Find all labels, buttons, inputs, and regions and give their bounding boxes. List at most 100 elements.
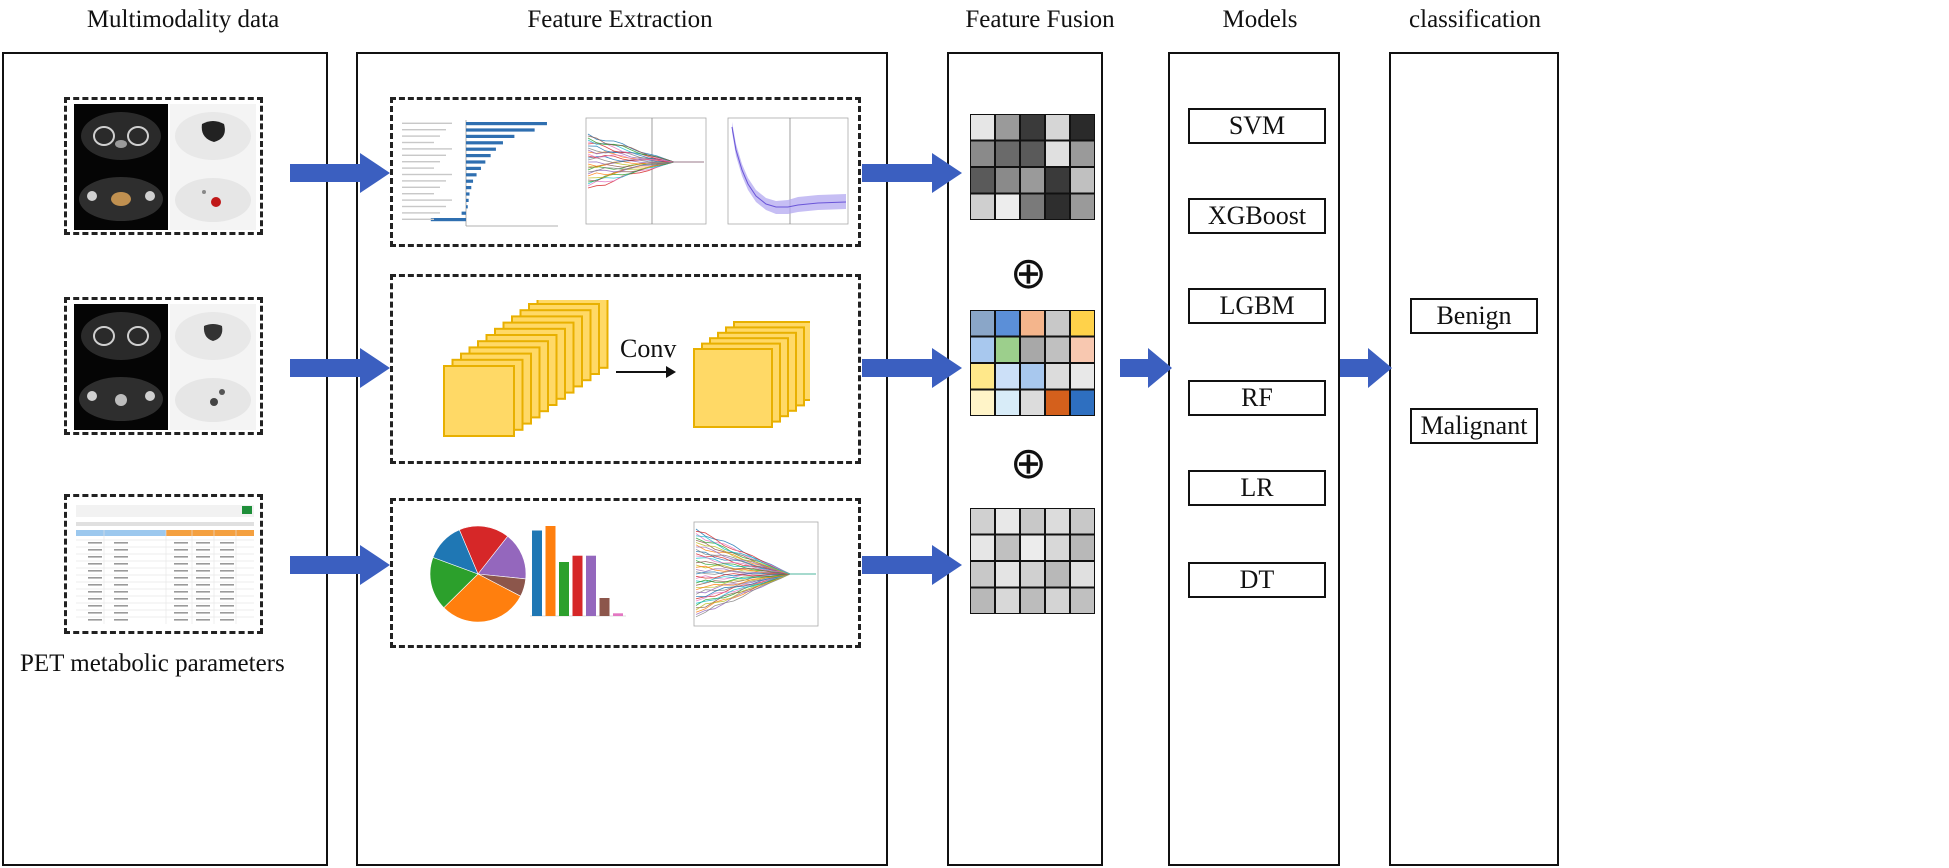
- deep-learning-extraction-box: [390, 274, 861, 464]
- sheet-cell-value: [196, 542, 210, 544]
- importance-bar: [466, 198, 469, 202]
- sheet-cell-value: [114, 563, 128, 565]
- sheet-cell-value: [220, 549, 234, 551]
- matrix-cell: [1019, 388, 1046, 416]
- header-feature-extraction: Feature Extraction: [527, 6, 713, 33]
- lasso-coefficient-path: [587, 161, 704, 189]
- ct-pet-image-box-2: [64, 297, 263, 435]
- matrix-cell: [994, 508, 1021, 536]
- matrix-cell: [1019, 362, 1046, 391]
- lasso-coefficient-path: [587, 135, 704, 163]
- header-models: Models: [1222, 6, 1298, 33]
- sheet-cell-value: [220, 619, 234, 621]
- matrix-cell: [994, 533, 1021, 562]
- matrix-cell: [1044, 166, 1071, 195]
- sheet-cell-value: [114, 605, 128, 607]
- parameter-bar-chart: [530, 526, 626, 617]
- pie-slice: [443, 573, 522, 623]
- model-svm: SVM: [1188, 108, 1326, 144]
- sheet-cell-value: [114, 577, 128, 579]
- importance-bar: [466, 192, 470, 196]
- matrix-cell: [970, 139, 996, 168]
- class-malignant: Malignant: [1410, 408, 1538, 444]
- arrow-icon-fusion-1: [862, 153, 962, 193]
- sheet-cell-value: [114, 549, 128, 551]
- matrix-cell: [1019, 586, 1046, 614]
- matrix-cell: [1019, 508, 1046, 536]
- feature-map: [443, 365, 515, 437]
- header-feature-fusion: Feature Fusion: [965, 6, 1115, 33]
- matrix-cell: [1019, 560, 1046, 589]
- model-lr: LR: [1188, 470, 1326, 506]
- lasso-coefficient-path: [695, 542, 816, 575]
- feature-name-tick: [402, 193, 434, 195]
- ct-pet-scan-image-1: [74, 104, 256, 230]
- parameter-pie-chart: [429, 525, 527, 623]
- feature-name-tick: [402, 205, 446, 208]
- sheet-cell-value: [196, 584, 210, 586]
- sheet-cell-value: [88, 598, 102, 600]
- sheet-cell-value: [174, 619, 188, 621]
- arrow-icon-to-models: [1120, 348, 1172, 388]
- importance-bar: [466, 179, 474, 183]
- importance-bar: [466, 205, 468, 209]
- importance-bar: [466, 134, 515, 138]
- sheet-cell-value: [196, 591, 210, 593]
- matrix-cell: [970, 508, 996, 536]
- sheet-cell-value: [88, 619, 102, 621]
- matrix-cell: [970, 310, 996, 338]
- matrix-cell: [1044, 508, 1071, 536]
- fusion-plus-icon-2: ⊕: [1010, 438, 1047, 489]
- sheet-cell-value: [114, 591, 128, 593]
- feature-name-tick: [402, 180, 446, 182]
- sheet-cell-value: [196, 612, 210, 614]
- feature-name-tick: [402, 148, 452, 150]
- ct-pet-image-box-1: [64, 97, 263, 235]
- lasso-coefficient-path: [695, 568, 816, 575]
- model-dt: DT: [1188, 562, 1326, 598]
- bar: [572, 555, 583, 616]
- arrow-icon-input-2: [290, 348, 390, 388]
- matrix-cell: [970, 362, 996, 391]
- matrix-cell: [1069, 166, 1095, 195]
- sheet-cell-value: [88, 591, 102, 593]
- sheet-cell-value: [114, 542, 128, 544]
- matrix-cell: [994, 560, 1021, 589]
- pet-metabolic-parameters-label: PET metabolic parameters: [20, 650, 285, 677]
- sheet-cell-value: [88, 584, 102, 586]
- lasso-coefficient-path: [695, 535, 816, 575]
- lasso-coefficient-path: [695, 573, 816, 591]
- model-lgbm: LGBM: [1188, 288, 1326, 324]
- sheet-cell-value: [220, 570, 234, 572]
- output-feature-maps: [693, 321, 810, 428]
- matrix-cell: [994, 139, 1021, 168]
- pet-table-box: [64, 494, 263, 634]
- matrix-cell: [994, 192, 1021, 220]
- matrix-cell: [1069, 335, 1095, 364]
- metabolic-feature-matrix: [970, 508, 1095, 614]
- importance-bar: [466, 186, 472, 190]
- fusion-plus-icon-1: ⊕: [1010, 248, 1047, 299]
- matrix-cell: [1019, 310, 1046, 338]
- matrix-cell: [1069, 533, 1095, 562]
- model-rf: RF: [1188, 380, 1326, 416]
- importance-bar: [430, 218, 466, 222]
- bar: [599, 598, 610, 616]
- matrix-cell: [970, 533, 996, 562]
- matrix-cell: [1069, 508, 1095, 536]
- matrix-cell: [1044, 192, 1071, 220]
- header-classification: classification: [1409, 6, 1541, 33]
- radiomics-extraction-box: [390, 97, 861, 247]
- sheet-cell-value: [220, 556, 234, 558]
- feature-name-tick: [402, 167, 434, 169]
- sheet-cell-value: [220, 605, 234, 607]
- sheet-cell-value: [88, 542, 102, 544]
- sheet-cell-value: [220, 563, 234, 565]
- sheet-cell-value: [220, 598, 234, 600]
- conv-label: Conv: [620, 334, 677, 363]
- feature-name-tick: [402, 173, 452, 176]
- models-panel: [1168, 52, 1340, 866]
- lasso-coefficient-path: [587, 153, 704, 163]
- matrix-cell: [1044, 139, 1071, 168]
- lasso-coefficient-path: [587, 161, 704, 169]
